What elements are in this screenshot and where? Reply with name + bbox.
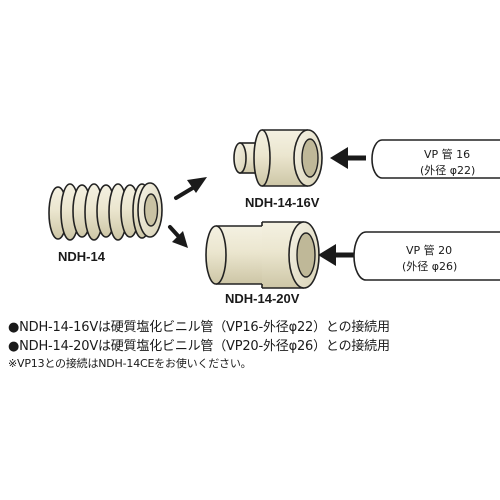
note-16v: ●NDH-14-16Vは硬質塩化ビニル管（VP16-外径φ22）との接続用 bbox=[8, 320, 390, 335]
note-vp13: ※VP13との接続はNDH-14CEをお使いください。 bbox=[8, 357, 252, 370]
arrow-pipe16-to-16v bbox=[330, 147, 366, 169]
vp16-diameter: (外径 φ22) bbox=[420, 164, 475, 177]
arrow-to-20v bbox=[168, 225, 188, 248]
arrow-to-16v bbox=[174, 177, 207, 200]
ndh-14-label: NDH-14 bbox=[58, 249, 106, 264]
vp16-pipe: VP 管 16 (外径 φ22) bbox=[371, 139, 500, 179]
note-20v: ●NDH-14-20Vは硬質塩化ビニル管（VP20-外径φ26）との接続用 bbox=[8, 339, 390, 354]
adapter-20v-label: NDH-14-20V bbox=[225, 291, 300, 306]
arrow-pipe20-to-20v bbox=[318, 244, 356, 266]
vp20-label: VP 管 20 bbox=[406, 243, 452, 257]
vp20-diameter: (外径 φ26) bbox=[402, 260, 457, 273]
adapter-16v: NDH-14-16V bbox=[233, 129, 323, 210]
hose-ribs bbox=[48, 183, 152, 241]
ndh-14-hose: NDH-14 bbox=[48, 182, 163, 264]
vp20-pipe: VP 管 20 (外径 φ26) bbox=[353, 231, 500, 281]
adapter-20v: NDH-14-20V bbox=[205, 221, 320, 306]
adapter-16v-label: NDH-14-16V bbox=[245, 195, 320, 210]
hose-opening bbox=[137, 182, 163, 238]
notes-block: ●NDH-14-16Vは硬質塩化ビニル管（VP16-外径φ22）との接続用 ●N… bbox=[8, 318, 496, 372]
vp16-label: VP 管 16 bbox=[424, 147, 470, 161]
